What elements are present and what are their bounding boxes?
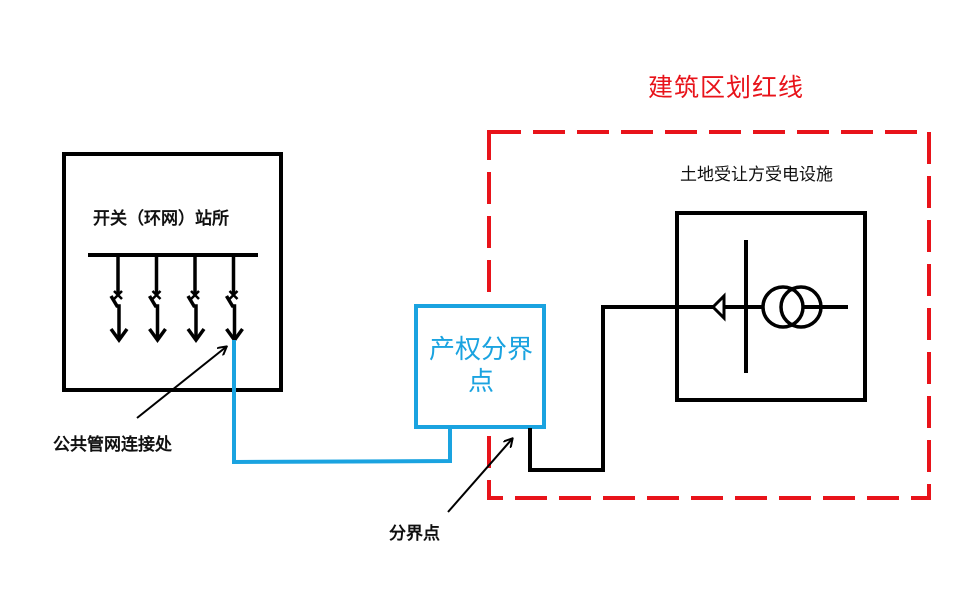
switch-contact-mark	[113, 290, 123, 300]
user-line	[528, 305, 848, 472]
feeder-arrow-icon	[109, 327, 129, 343]
feeder-group	[109, 255, 244, 343]
switch-contact-mark	[151, 290, 162, 300]
receiving-facility-box	[675, 211, 867, 402]
boundary-point-label: 分界点	[389, 524, 440, 544]
boundary-point-arrow	[447, 439, 512, 513]
red-line-title: 建筑区划红线	[648, 73, 805, 102]
transformer-circle-primary	[761, 285, 805, 329]
switching-station-label: 开关（环网）站所	[93, 209, 229, 229]
feeder-3	[186, 255, 206, 343]
property-boundary-box	[414, 304, 546, 429]
public-network-connection-label: 公共管网连接处	[53, 435, 172, 455]
feeder-arrow-icon	[186, 327, 206, 343]
switch-contact-mark	[228, 290, 239, 300]
transformer-circle-secondary	[779, 285, 823, 329]
public-network-line	[232, 340, 452, 465]
switch-contact-mark	[190, 290, 200, 300]
switch-blade	[147, 295, 160, 340]
switch-blade	[224, 295, 237, 340]
feeder-1	[109, 255, 129, 343]
public-connection-arrow	[136, 347, 226, 419]
switch-blade	[186, 295, 198, 340]
incoming-triangle-icon	[710, 292, 726, 322]
feeder-4	[224, 255, 244, 343]
feeder-2	[147, 255, 167, 343]
switching-station-box	[62, 152, 283, 392]
receiving-facility-label: 土地受让方受电设施	[680, 165, 833, 185]
feeder-arrow-icon	[148, 327, 167, 343]
switch-blade	[109, 295, 121, 340]
property-boundary-label: 产权分界点	[428, 335, 533, 397]
